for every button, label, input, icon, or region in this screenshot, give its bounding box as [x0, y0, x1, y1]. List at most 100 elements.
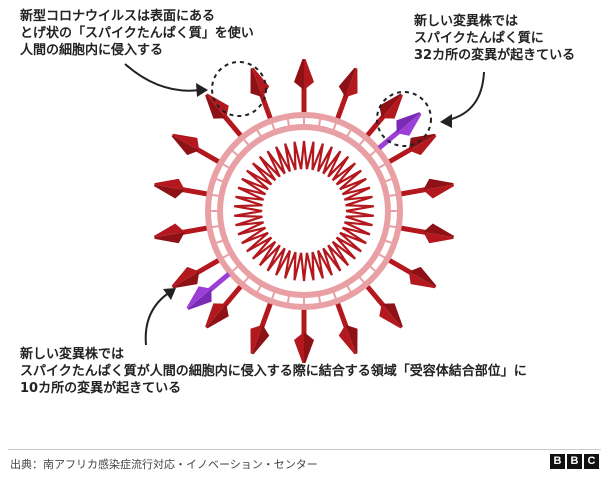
spike-4-head-right	[408, 135, 437, 156]
membrane-tick	[355, 136, 367, 149]
spike-6-head-left	[423, 223, 454, 238]
spike-proteins	[154, 59, 454, 363]
bbc-logo-letter-2: B	[567, 454, 582, 469]
spike-8-head-left	[381, 303, 403, 328]
callout-top-left: 新型コロナウイルスは表面にある とげ状の「スパイクたんぱく質」を使い 人間の細胞…	[20, 8, 254, 59]
spike-13-stem	[194, 257, 221, 276]
membrane-tick	[380, 238, 395, 245]
membrane-tick	[366, 148, 379, 160]
spike-10-stem	[301, 309, 307, 336]
callout-bottom-line-1: 新しい変異株では	[20, 347, 125, 362]
spike-16-head-left	[171, 135, 200, 156]
membrane-tick	[270, 120, 277, 135]
spike-9-head-right	[338, 324, 356, 355]
spike-5-head-right	[423, 184, 454, 199]
source-credit: 出典：南アフリカ感染症流行対応・イノベーション・センター	[10, 458, 318, 471]
spike-12-stem	[221, 284, 243, 309]
spike-15-head-left	[154, 184, 185, 199]
spike-12-head-right	[205, 303, 227, 328]
viral-membrane-inner	[217, 124, 391, 298]
membrane-tick	[344, 281, 353, 295]
bbc-logo: B B C	[550, 454, 599, 469]
spike-2-head-left	[338, 67, 356, 98]
spike-6-stem	[400, 225, 428, 236]
membrane-tick	[366, 262, 379, 274]
spike-9-stem	[335, 302, 350, 330]
membrane-tick	[213, 177, 228, 184]
spike-14-head-left	[154, 232, 185, 244]
spike-8-head-right	[379, 303, 402, 329]
highlight-circle-top-left	[211, 61, 267, 117]
membrane-tick	[384, 224, 399, 229]
callout-bottom-line-2: スパイクたんぱく質が人間の細胞内に侵入する際に結合する領域「受容体結合部位」に	[20, 364, 527, 379]
spike-1-head-right	[304, 59, 314, 90]
highlight-circle-top-right	[376, 91, 432, 147]
callout-top-left-line-3: 人間の細胞内に侵入する	[20, 43, 164, 58]
spike-14-head-right	[154, 223, 185, 238]
membrane-tick	[220, 162, 234, 171]
mutated-spike-2-head-left	[187, 288, 212, 310]
mutated-spike-1-head-right	[396, 113, 422, 136]
spike-15-head-right	[154, 178, 185, 190]
membrane-tick	[209, 193, 224, 198]
spike-1-head-left	[294, 59, 304, 90]
spike-13-head-right	[171, 266, 200, 287]
membrane-tick	[331, 120, 338, 135]
spike-13-head-left	[172, 271, 200, 289]
membrane-tick	[344, 127, 353, 141]
membrane-tick	[229, 262, 242, 274]
membrane-tick	[209, 224, 224, 229]
membrane-tick	[229, 148, 242, 160]
membrane-proteins	[208, 115, 400, 307]
bbc-logo-letter-3: C	[584, 454, 599, 469]
spike-18-head-right	[252, 67, 270, 98]
membrane-tick	[317, 116, 322, 131]
spike-6-head-right	[423, 232, 454, 244]
spike-7-head-left	[408, 266, 437, 287]
callout-top-right: 新しい変異株では スパイクたんぱく質に 32カ所の変異が起きている	[414, 13, 575, 64]
spike-16-stem	[194, 146, 221, 165]
spike-8-stem	[365, 284, 387, 309]
rna-coil	[234, 140, 374, 282]
membrane-tick	[213, 238, 228, 245]
spike-11-stem	[258, 302, 273, 330]
mutated-spike-1-stem	[377, 128, 402, 150]
mutated-spike-2-head-right	[186, 286, 212, 309]
spike-18-stem	[258, 92, 273, 120]
membrane-tick	[380, 177, 395, 184]
mutated-spike-1-head-left	[396, 112, 421, 134]
membrane-tick	[355, 273, 367, 286]
spike-5-stem	[400, 186, 428, 197]
callout-bottom-line-3: 10カ所の変異が起きている	[20, 381, 182, 396]
spike-4-head-left	[408, 133, 436, 151]
membrane-tick	[255, 281, 264, 295]
spike-7-head-right	[408, 271, 436, 289]
spike-14-stem	[180, 225, 208, 236]
spike-10-head-right	[294, 332, 304, 363]
callout-top-right-line-3: 32カ所の変異が起きている	[414, 48, 576, 63]
membrane-tick	[220, 251, 234, 260]
spike-1-stem	[301, 86, 307, 113]
spike-7-stem	[387, 257, 414, 276]
membrane-tick	[374, 162, 388, 171]
spike-17-head-left	[205, 94, 227, 119]
mutated-spikes	[186, 112, 422, 310]
spike-3-head-left	[379, 93, 402, 119]
membrane-tick	[255, 127, 264, 141]
spike-4-stem	[387, 146, 414, 165]
membrane-tick	[241, 136, 253, 149]
spike-16-head-right	[172, 133, 200, 151]
membrane-tick	[374, 251, 388, 260]
arrow-top-left	[124, 63, 208, 97]
callout-top-right-line-2: スパイクたんぱく質に	[414, 31, 544, 46]
bbc-logo-letter-1: B	[550, 454, 565, 469]
spike-5-head-left	[423, 178, 454, 190]
spike-3-stem	[365, 113, 387, 138]
footer-divider	[8, 449, 601, 450]
spike-10-head-left	[304, 332, 314, 363]
arrow-top-right	[440, 71, 485, 128]
spike-2-stem	[335, 92, 350, 120]
membrane-tick	[286, 291, 291, 306]
membrane-tick	[286, 116, 291, 131]
